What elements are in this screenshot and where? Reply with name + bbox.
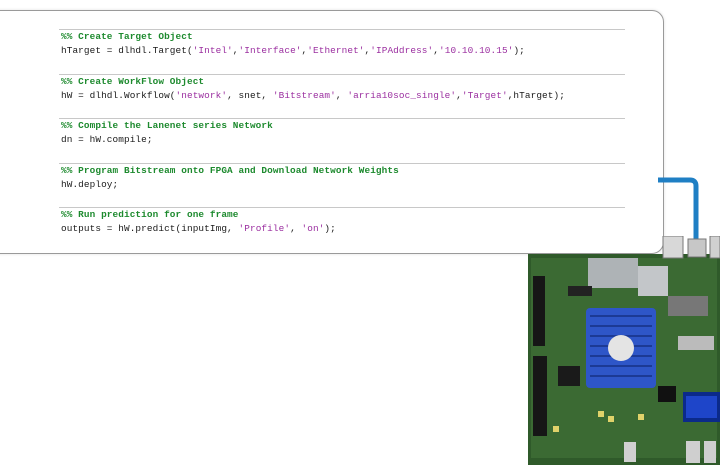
code-statement-line: hW = dlhdl.Workflow('network', snet, 'Bi… [61,90,565,101]
heatsink [586,308,656,388]
code-token: hW.deploy; [61,178,119,190]
code-token: , [456,89,462,101]
code-comment-line: %% Create Target Object [61,31,193,42]
code-string-token: '10.10.10.15' [439,45,514,56]
code-statement-line: hTarget = dlhdl.Target('Intel','Interfac… [61,45,525,56]
code-string-token: 'on' [301,223,325,234]
code-token: , [335,89,348,101]
code-cell-divider [59,73,625,75]
matlab-code-panel: %% Create Target Object hTarget = dlhdl.T… [0,10,664,254]
code-string-token: 'Bitstream' [272,89,336,101]
code-token: , [290,223,302,234]
code-token: , [364,45,371,56]
code-statement-line: outputs = hW.predict(inputImg, 'Profile'… [61,223,336,234]
code-comment-line: %% Run prediction for one frame [61,209,239,220]
code-token: outputs = hW.predict(inputImg, [61,223,239,234]
code-token: hTarget = dlhdl.Target( [61,45,193,56]
code-token: ); [324,223,336,234]
code-string-token: 'IPAddress' [370,45,434,56]
code-string-token: 'Ethernet' [307,45,365,56]
code-token: , [232,45,239,56]
ethernet-cable [658,177,699,240]
code-token: , [433,45,439,56]
fpga-board-image [528,236,720,465]
code-string-token: 'Interface' [238,45,302,56]
code-cell-divider [59,207,625,208]
code-cell-divider [59,162,625,164]
code-string-token: 'Target' [461,89,508,101]
code-cell-divider [59,118,625,119]
code-statement-line: hW.deploy; [61,179,118,190]
code-string-token: 'network' [175,89,228,101]
code-token: hW = dlhdl.Workflow( [61,89,176,101]
code-token: , snet, [227,89,273,101]
code-statement-line: dn = hW.compile; [61,134,153,145]
code-comment-line: %% Create WorkFlow Object [61,75,205,87]
code-comment-line: %% Program Bitstream onto FPGA and Downl… [61,164,399,176]
code-token: ,hTarget); [507,89,565,101]
code-token: , [301,45,308,56]
code-comment-line: %% Compile the Lanenet series Network [61,120,273,131]
code-string-token: 'arria10soc_single' [347,89,457,101]
code-cell-divider [59,29,625,30]
code-token: dn = hW.compile; [61,134,153,145]
code-string-token: 'Intel' [192,45,233,56]
code-string-token: 'Profile' [238,223,291,234]
code-token: ); [513,45,525,56]
